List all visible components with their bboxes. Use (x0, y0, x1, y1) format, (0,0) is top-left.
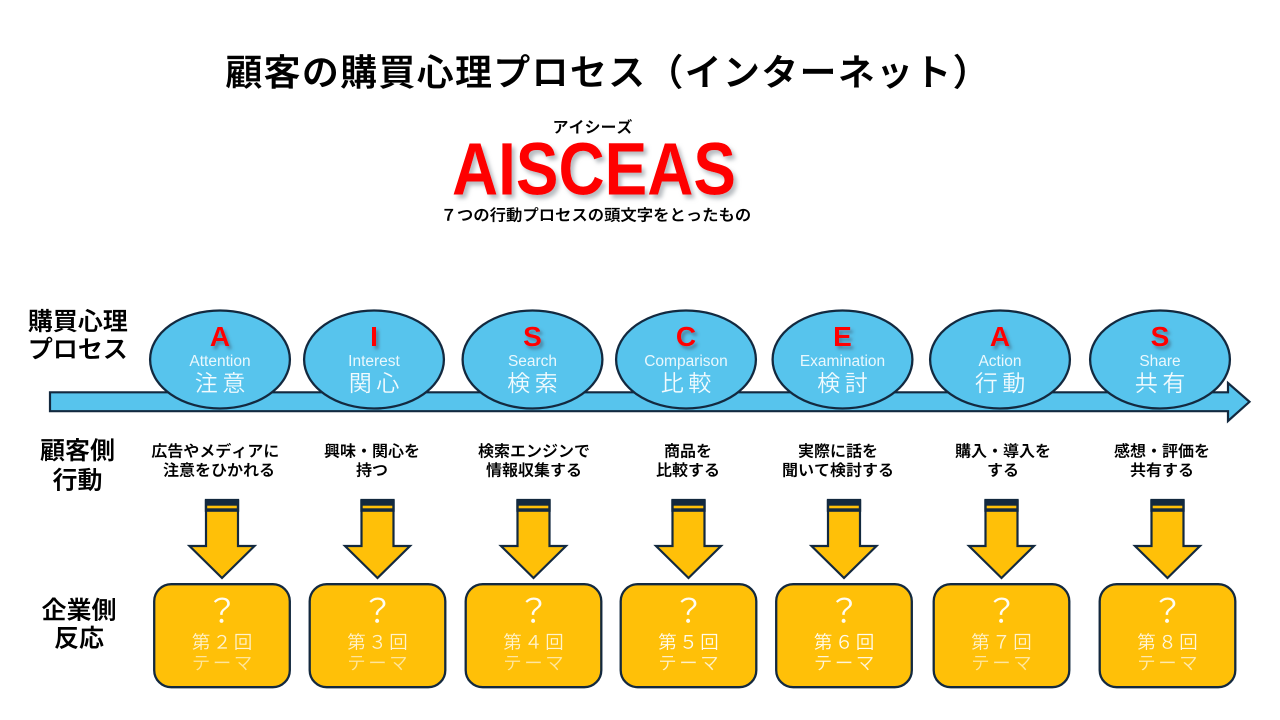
svg-text:Examination: Examination (800, 353, 885, 370)
svg-text:A: A (990, 321, 1010, 352)
svg-text:Share: Share (1139, 353, 1180, 370)
svg-text:Interest: Interest (348, 353, 400, 370)
svg-text:S: S (523, 321, 542, 352)
svg-text:AISCEAS: AISCEAS (452, 128, 736, 211)
svg-text:Search: Search (508, 353, 557, 370)
svg-text:Attention: Attention (189, 353, 250, 370)
svg-text:I: I (370, 321, 378, 352)
svg-text:Comparison: Comparison (644, 353, 728, 370)
svg-text:A: A (210, 321, 230, 352)
svg-text:S: S (1151, 321, 1170, 352)
svg-text:E: E (833, 321, 852, 352)
svg-text:C: C (676, 321, 696, 352)
svg-text:Action: Action (978, 353, 1021, 370)
